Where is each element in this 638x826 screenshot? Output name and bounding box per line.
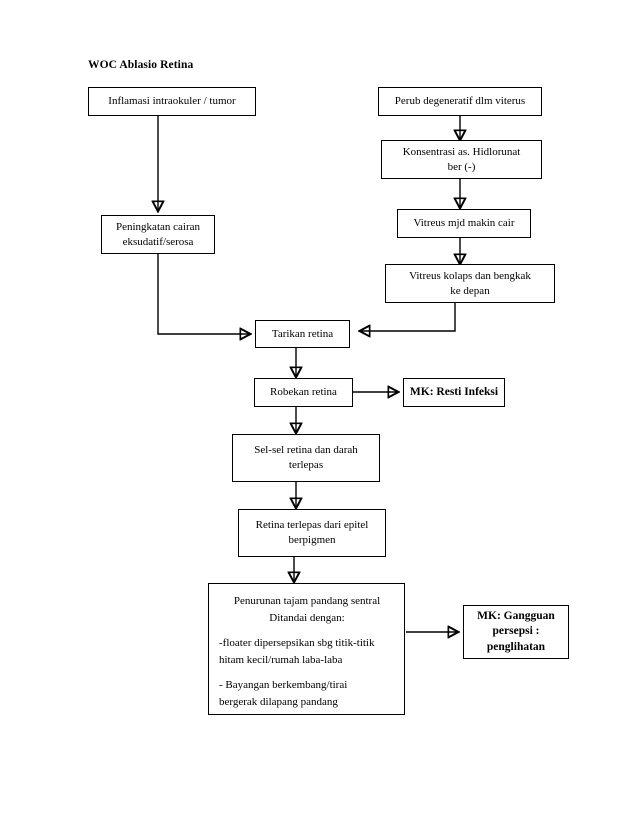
node-label: Vitreus mjd makin cair [413, 217, 515, 230]
node-label: Vitreus kolaps dan bengkak ke depan [390, 269, 550, 299]
paragraph-line-1: - Bayangan berkembang/tirai [219, 679, 348, 691]
node-header-line-1: Penurunan tajam pandang sentral [233, 595, 381, 607]
node-label: Inflamasi intraokuler / tumor [108, 95, 236, 108]
node-paragraph-bayangan: - Bayangan berkembang/tirai bergerak dil… [219, 677, 395, 710]
node-label: Robekan retina [270, 386, 337, 399]
node-label-line-2: persepsi : [492, 625, 540, 638]
node-label-line-2: ber (-) [447, 160, 476, 173]
node-mk-resti-infeksi[interactable]: MK: Resti Infeksi [403, 378, 505, 407]
node-tarikan-retina[interactable]: Tarikan retina [255, 320, 350, 348]
node-sel-sel-retina-darah[interactable]: Sel-sel retina dan darah terlepas [232, 434, 380, 482]
node-label: Perub degeneratif dlm viterus [394, 95, 526, 108]
node-header-line-2: Ditandai dengan: [269, 611, 345, 624]
node-label: Tarikan retina [271, 327, 334, 340]
node-label: Peningkatan cairan eksudatif/serosa [106, 220, 210, 250]
node-penurunan-tajam-pandang[interactable]: Penurunan tajam pandang sentral Ditandai… [208, 583, 405, 715]
edge-kolaps-to-tarikan [360, 303, 456, 331]
page-title: WOC Ablasio Retina [88, 59, 194, 71]
node-label: MK: Resti Infeksi [409, 385, 499, 398]
node-mk-gangguan-persepsi[interactable]: MK: Gangguan persepsi : penglihatan [463, 605, 569, 659]
node-label-line-1: Konsentrasi as. Hidlorunat [402, 145, 521, 158]
paragraph-line-1: -floater dipersepsikan sbg titik-titik [219, 637, 375, 649]
node-label-line-2: ke depan [450, 284, 490, 297]
node-retina-terlepas-epitel[interactable]: Retina terlepas dari epitel berpigmen [238, 509, 386, 557]
paragraph-line-2: hitam kecil/rumah laba-laba [219, 653, 343, 666]
node-label: Sel-sel retina dan darah terlepas [237, 443, 375, 473]
node-label-line-1: Vitreus kolaps dan bengkak [409, 269, 531, 282]
node-label-line-2: terlepas [288, 459, 324, 471]
node-label: Retina terlepas dari epitel berpigmen [243, 518, 381, 548]
node-label-line-1: Retina terlepas dari epitel [255, 519, 369, 532]
node-label-line-1: MK: Gangguan [477, 609, 555, 622]
node-label-line-1: Peningkatan cairan [116, 220, 200, 233]
node-peningkatan-cairan[interactable]: Peningkatan cairan eksudatif/serosa [101, 215, 215, 254]
paragraph-line-2: bergerak dilapang pandang [219, 695, 338, 708]
node-robekan-retina[interactable]: Robekan retina [254, 378, 353, 407]
node-label: MK: Gangguan persepsi : penglihatan [468, 609, 564, 656]
node-inflamasi-intraokuler[interactable]: Inflamasi intraokuler / tumor [88, 87, 256, 116]
node-label-line-2: eksudatif/serosa [122, 235, 194, 248]
node-vitreus-kolaps[interactable]: Vitreus kolaps dan bengkak ke depan [385, 264, 555, 303]
node-paragraph-floater: -floater dipersepsikan sbg titik-titik h… [219, 635, 395, 668]
node-konsentrasi-hidlorunat[interactable]: Konsentrasi as. Hidlorunat ber (-) [381, 140, 542, 179]
node-label-line-2: berpigmen [288, 534, 336, 546]
node-label-line-3: penglihatan [486, 640, 546, 653]
node-label-line-1: Sel-sel retina dan darah [254, 444, 358, 457]
node-perub-degeneratif[interactable]: Perub degeneratif dlm viterus [378, 87, 542, 116]
edge-peningkatan-to-tarikan [157, 254, 250, 334]
node-label: Konsentrasi as. Hidlorunat ber (-) [386, 145, 537, 175]
node-vitreus-makin-cair[interactable]: Vitreus mjd makin cair [397, 209, 531, 238]
